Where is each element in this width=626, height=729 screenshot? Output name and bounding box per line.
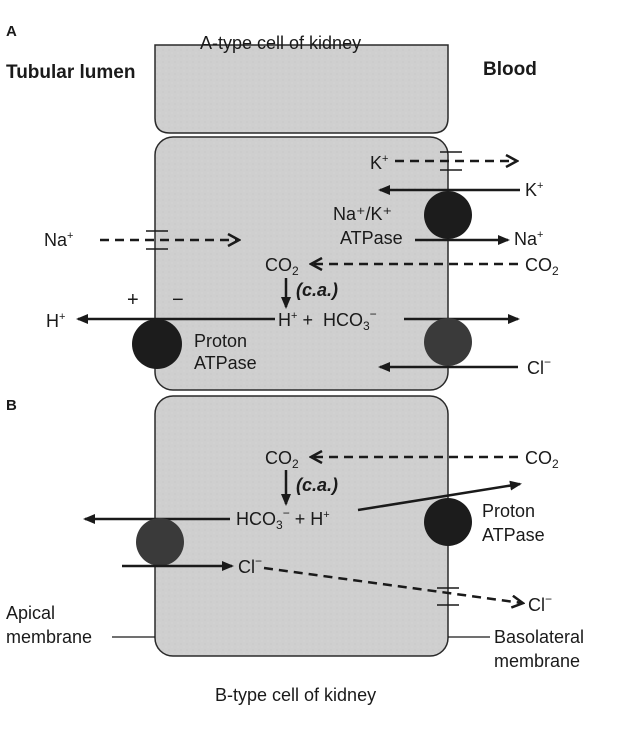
upper-cell-stub: [154, 44, 449, 134]
apical-membrane-label: Apical: [6, 603, 56, 623]
proton-atpase-label-b: Proton: [482, 501, 536, 521]
proton-atpase-label-a: Proton: [194, 331, 248, 351]
co2-label-blood-b: CO2: [525, 448, 559, 471]
a-type-cell: [154, 136, 449, 391]
cl-label-blood-b: Cl−: [528, 592, 553, 615]
proton-atpase-label-b-line2: ATPase: [482, 525, 545, 545]
na-k-atpase-label: Na⁺/K⁺: [333, 204, 393, 224]
b-type-cell-title: B-type cell of kidney: [215, 685, 377, 705]
cl-efflux-arrow-b: [263, 566, 522, 603]
cl-label-blood-a: Cl−: [527, 355, 552, 378]
h-efflux-arrow-b: [357, 480, 522, 512]
na-label-efflux: Na+: [514, 229, 544, 249]
panel-a-letter: A: [6, 23, 17, 40]
basolateral-membrane-label-line2: membrane: [494, 651, 581, 671]
proton-atpase-pump-a: [132, 319, 182, 369]
na-k-atpase-label-line2: ATPase: [340, 228, 403, 248]
carbonic-anhydrase-label-b: (c.a.): [296, 475, 339, 495]
blood-label: Blood: [483, 59, 537, 80]
na-k-atpase-pump: [424, 191, 472, 239]
apical-membrane-label-line2: membrane: [6, 627, 93, 647]
na-label-influx: Na+: [44, 230, 74, 250]
cl-label-cell-b: Cl−: [238, 554, 263, 577]
carbonic-anhydrase-label-a: (c.a.): [296, 280, 339, 300]
k-label-influx: K+: [525, 180, 544, 200]
anion-exchanger-b: [136, 518, 184, 566]
apical-minus-sign: −: [172, 289, 184, 311]
h-plus-hco3-label-a: H+ + HCO3−: [278, 307, 377, 333]
co2-label-cell-a: CO2: [265, 255, 299, 278]
a-type-cell-title: A-type cell of kidney: [200, 33, 362, 53]
k-label-efflux: K+: [370, 153, 389, 173]
co2-label-cell-b: CO2: [265, 448, 299, 471]
tubular-lumen-label: Tubular lumen: [6, 62, 136, 83]
basolateral-membrane-label: Basolateral: [494, 627, 585, 647]
co2-label-blood-a: CO2: [525, 255, 559, 278]
hco3-plus-h-label-b: HCO3− + H+: [236, 506, 330, 532]
h-label-lumen: H+: [46, 311, 66, 331]
panel-b-letter: B: [6, 397, 17, 414]
anion-exchanger-a: [424, 318, 472, 366]
apical-plus-sign: +: [127, 289, 139, 311]
proton-atpase-label-a-line2: ATPase: [194, 353, 257, 373]
proton-atpase-pump-b: [424, 498, 472, 546]
